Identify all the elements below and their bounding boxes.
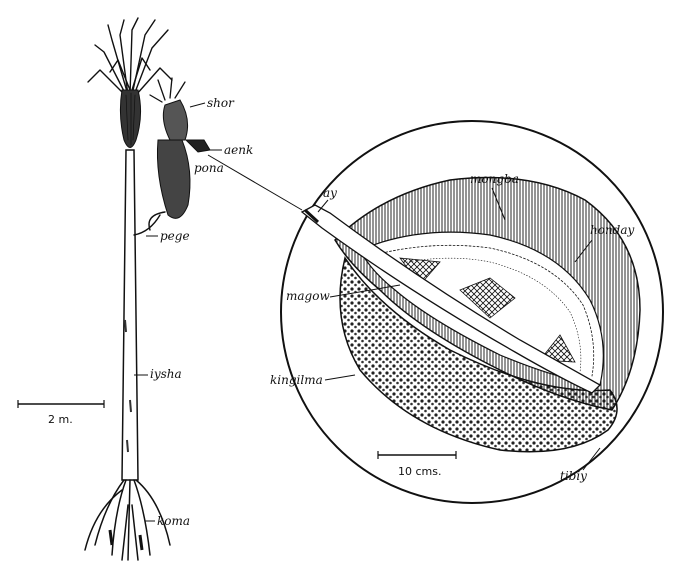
shor-spathe (120, 90, 140, 148)
label-koma: koma (157, 514, 190, 528)
label-pona: pona (194, 161, 224, 175)
label-kingilma: kingilma (270, 373, 323, 387)
label-ay: ay (323, 186, 337, 200)
label-magow: magow (286, 289, 330, 303)
label-iysha: iysha (150, 367, 182, 381)
plant-scale-label: 2 m. (48, 413, 73, 426)
magnification-connector (208, 155, 302, 210)
pona-cluster (134, 78, 210, 235)
label-pege: pege (160, 229, 190, 243)
label-mongba: mongba (470, 172, 519, 186)
label-shor: shor (207, 96, 235, 110)
label-tibiy: tibiy (560, 469, 587, 483)
iysha-trunk (122, 150, 138, 480)
plant-scale-bar: 2 m. (18, 400, 104, 426)
plant-labels: shor aenk pona pege iysha koma (134, 96, 253, 528)
label-aenk: aenk (224, 143, 253, 157)
label-honday: honday (590, 223, 635, 237)
palm-tree (85, 18, 210, 560)
fruit-scale-bar: 10 cms. (378, 451, 456, 478)
fruit-scale-label: 10 cms. (398, 465, 441, 478)
